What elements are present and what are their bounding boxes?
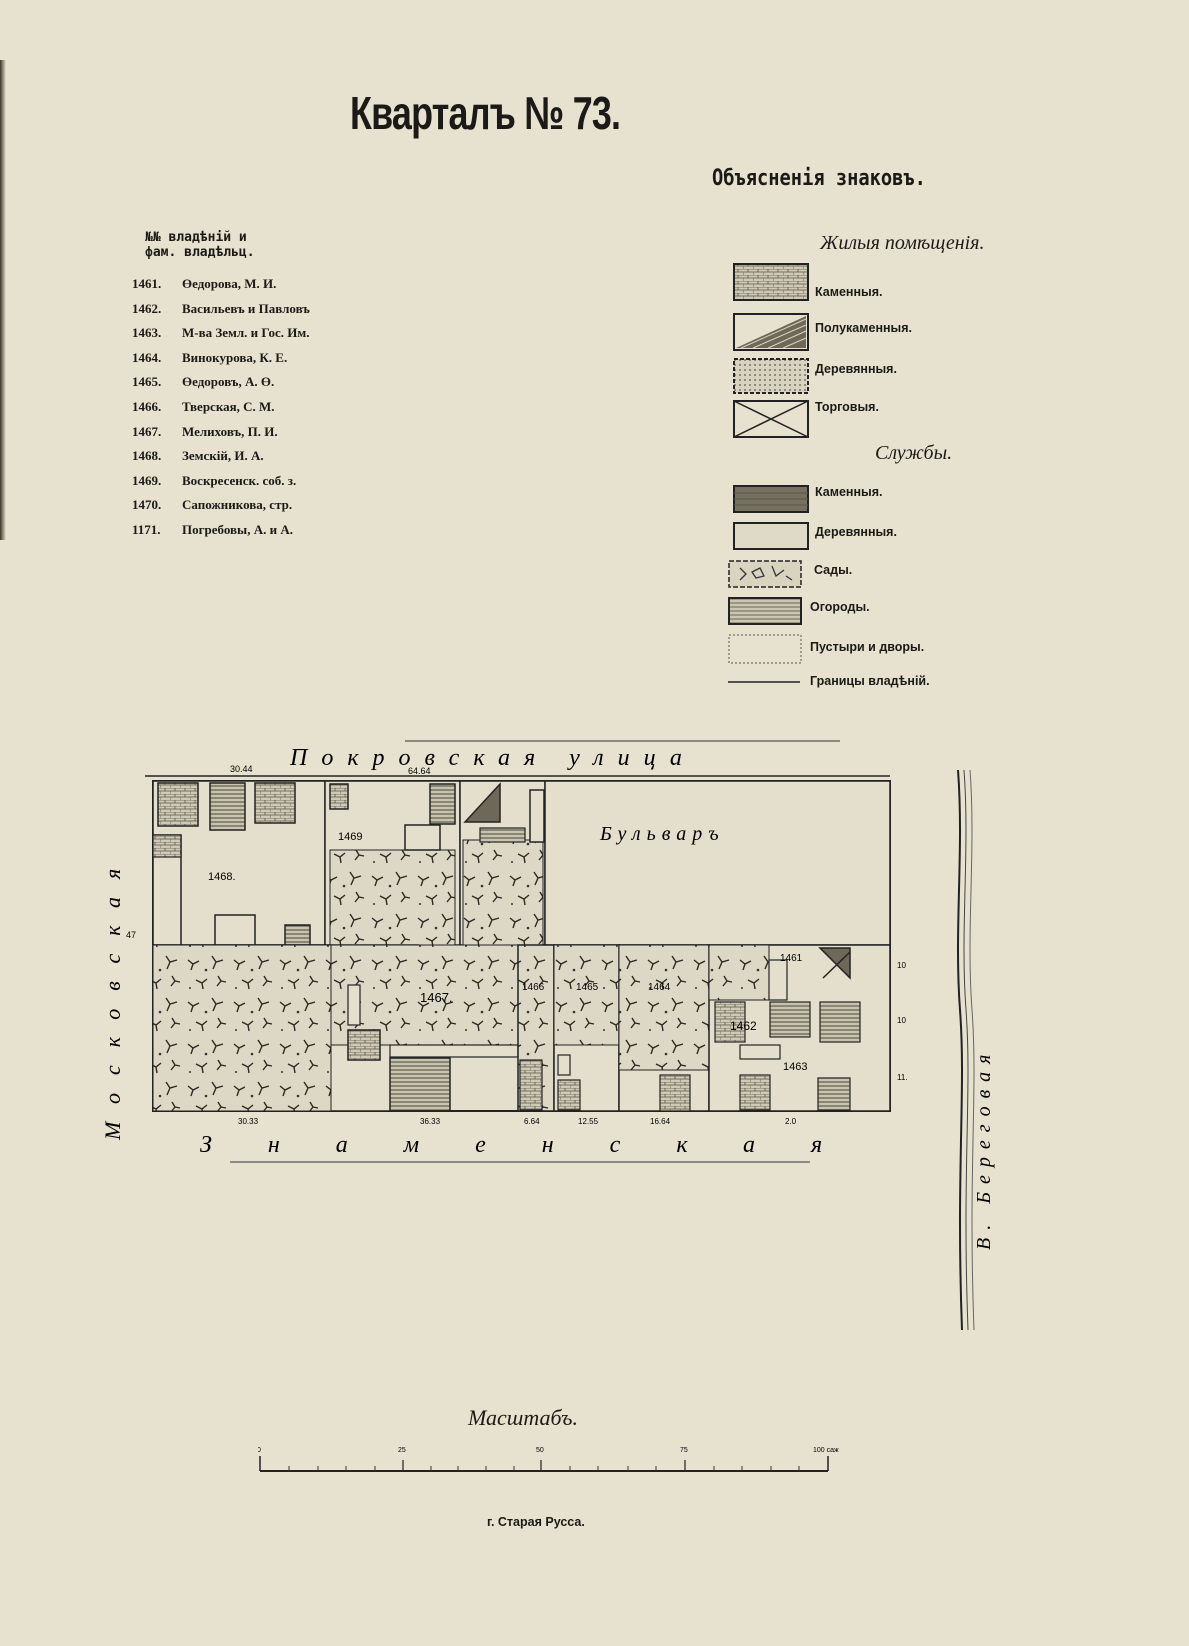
parcel-label-1462: 1462: [730, 1019, 757, 1033]
owner-item: 1462. Васильевъ и Павловъ: [132, 301, 310, 326]
scale-tick-label: 25: [398, 1447, 406, 1454]
owner-name: Сапожникова, стр.: [182, 497, 293, 513]
owner-name: Земскій, И. А.: [182, 448, 264, 464]
dimension-label: 30.44: [230, 764, 253, 774]
dimension-label: 6.64: [524, 1117, 540, 1126]
boulevard-label: Бульваръ: [599, 823, 725, 845]
dimension-label: 30.33: [238, 1117, 259, 1126]
dimension-label: 10: [897, 1016, 906, 1025]
legend-section-services: Службы.: [875, 442, 953, 464]
quarter-map: Покровская улица 30.44 64.64 Московская …: [100, 740, 908, 1163]
owner-number: 1462.: [132, 300, 162, 316]
owner-name: М-ва Земл. и Гос. Им.: [182, 325, 310, 341]
dimension-label: 2.0: [785, 1117, 797, 1126]
parcel-label-1466: 1466: [522, 982, 545, 993]
owner-item: 1467. Мелиховъ, П. И.: [132, 424, 310, 449]
owner-number: 1465.: [132, 374, 162, 390]
owners-header-line2: фам. владѣльц.: [145, 245, 255, 260]
page-binding-edge: [0, 60, 6, 540]
parcel-label-1465: 1465: [576, 982, 599, 993]
owner-number: 1466.: [132, 398, 162, 414]
legend-label: Торговыя.: [815, 400, 879, 414]
owner-item: 1468. Земскій, И. А.: [132, 448, 310, 473]
swatch-halfstone-icon: [733, 313, 809, 351]
swatch-vegetable-garden-icon: [728, 597, 802, 625]
owner-number: 1171.: [132, 521, 161, 537]
owners-header-line1: №№ владѣній и: [145, 230, 247, 245]
scale-tick-label: 75: [680, 1447, 688, 1454]
page-title: Кварталъ № 73.: [350, 87, 621, 139]
parcel-label-1464: 1464: [648, 982, 671, 993]
dimension-label: 10: [897, 961, 906, 970]
swatch-wasteland-icon: [728, 634, 802, 664]
dimension-label: 11.: [897, 1073, 908, 1082]
swatch-wood-living-icon: [733, 358, 809, 394]
owners-header: №№ владѣній и фам. владѣльц.: [145, 230, 255, 260]
swatch-wood-service-icon: [733, 522, 809, 550]
dimension-label: 16.64: [650, 1117, 671, 1126]
owner-number: 1461.: [132, 276, 162, 291]
owner-name: Воскресенск. соб. з.: [182, 472, 297, 488]
swatch-garden-icon: [728, 560, 802, 588]
scale-bar: 0 25 50 75 100 саж: [258, 1447, 839, 1472]
swatch-stone-service-icon: [733, 485, 809, 513]
owner-number: 1464.: [132, 349, 162, 365]
owner-number: 1463.: [132, 325, 162, 341]
parcel-label-1468: 1468.: [208, 871, 236, 883]
legend-label: Огороды.: [810, 600, 870, 614]
parcel-label-1467: 1467.: [420, 990, 453, 1005]
legend-label: Границы владѣній.: [810, 674, 930, 688]
swatch-stone-living-icon: [733, 263, 809, 301]
owner-item: 1461. Өедорова, М. И.: [132, 276, 310, 301]
owner-name: Өедорова, М. И.: [182, 276, 277, 291]
legend-label: Каменныя.: [815, 485, 883, 499]
scale-tick-label: 100 саж: [813, 1447, 839, 1454]
legend-title: Объясненія знаковъ.: [712, 166, 926, 191]
street-bottom-label: Знаменская: [200, 1132, 878, 1158]
swatch-boundary-icon: [728, 681, 800, 683]
dimension-label: 64.64: [408, 766, 431, 776]
owner-item: 1466. Тверская, С. М.: [132, 399, 310, 424]
owner-name: Погребовы, А. и А.: [182, 521, 293, 537]
owner-number: 1468.: [132, 448, 162, 464]
legend-label: Каменныя.: [815, 285, 883, 299]
parcel-label-1463: 1463: [783, 1061, 807, 1073]
owner-number: 1469.: [132, 472, 162, 488]
owner-number: 1467.: [132, 423, 162, 439]
owner-name: Тверская, С. М.: [182, 398, 275, 414]
owner-item: 1171. Погребовы, А. и А.: [132, 522, 310, 547]
embankment-label: В. Береговая: [973, 1047, 995, 1250]
parcel-label-1461: 1461: [780, 953, 803, 964]
scale-title: Масштабъ.: [468, 1405, 578, 1430]
scale-tick-label: 0: [258, 1447, 261, 1454]
owner-name: Мелиховъ, П. И.: [182, 423, 278, 439]
legend-label: Деревянныя.: [815, 362, 897, 376]
owner-item: 1470. Сапожникова, стр.: [132, 497, 310, 522]
dimension-label: 12.55: [578, 1117, 599, 1126]
owner-item: 1464. Винокурова, К. Е.: [132, 350, 310, 375]
owner-number: 1470.: [132, 497, 162, 513]
owner-item: 1463. М-ва Земл. и Гос. Им.: [132, 325, 310, 350]
owner-item: 1465. Өедоровъ, А. Ө.: [132, 374, 310, 399]
owner-name: Винокурова, К. Е.: [182, 349, 288, 365]
owner-name: Васильевъ и Павловъ: [182, 300, 310, 316]
street-top-label: Покровская улица: [289, 745, 696, 771]
legend-section-living: Жилыя помѣщенія.: [820, 232, 985, 254]
legend-label: Деревянныя.: [815, 525, 897, 539]
owner-name: Өедоровъ, А. Ө.: [182, 374, 275, 390]
city-caption: г. Старая Русса.: [487, 1515, 585, 1529]
dimension-label: 47: [126, 930, 136, 940]
legend-label: Пустыри и дворы.: [810, 640, 925, 654]
scale-tick-label: 50: [536, 1447, 544, 1454]
owners-list: 1461. Өедорова, М. И. 1462. Васильевъ и Па…: [132, 276, 310, 547]
legend-label: Сады.: [814, 563, 853, 577]
legend-label: Полукаменныя.: [815, 321, 912, 335]
street-left-label: Московская: [100, 851, 125, 1141]
owner-item: 1469. Воскресенск. соб. з.: [132, 473, 310, 498]
embankment-strip: В. Береговая: [957, 770, 995, 1330]
swatch-trade-icon: [733, 400, 809, 438]
parcel-label-1469: 1469: [338, 831, 362, 843]
dimension-label: 36.33: [420, 1117, 441, 1126]
